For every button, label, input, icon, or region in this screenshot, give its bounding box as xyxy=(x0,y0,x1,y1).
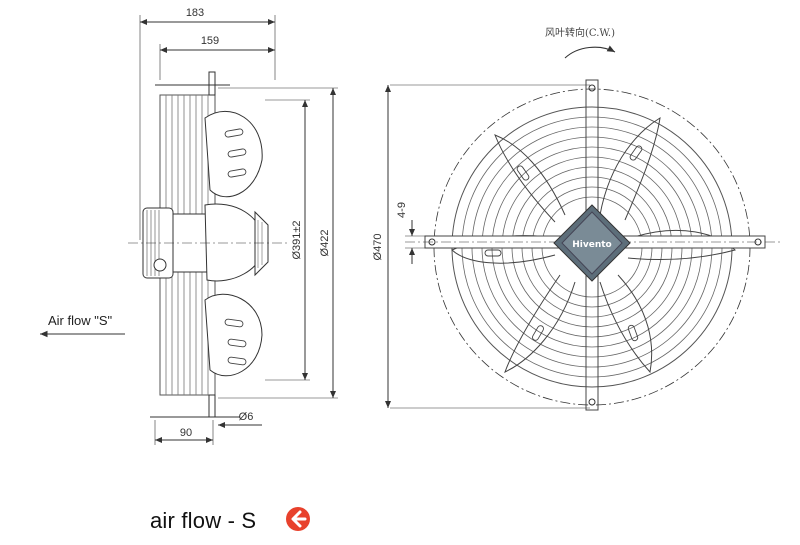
dim-slot: 4-9 xyxy=(396,202,408,218)
dim-outer-diameter: Ø422 xyxy=(319,230,331,257)
dim-guard-diameter: Ø391±2 xyxy=(291,220,303,259)
side-view xyxy=(40,15,338,445)
airflow-label: Air flow "S" xyxy=(48,313,113,328)
brand-logo: Hivento xyxy=(572,240,611,250)
arrow-left-circle-icon xyxy=(286,507,310,531)
dim-total-length: 183 xyxy=(186,7,204,19)
airflow-caption: air flow - S xyxy=(150,508,257,533)
rotation-direction-label: 风叶转向(C.W.) xyxy=(545,26,615,39)
dim-base-offset: 90 xyxy=(180,427,192,439)
dim-circle: Ø470 xyxy=(372,234,384,261)
front-view xyxy=(385,45,780,411)
dim-hole: Ø6 xyxy=(239,411,254,423)
dim-blade-depth: 159 xyxy=(201,35,219,47)
